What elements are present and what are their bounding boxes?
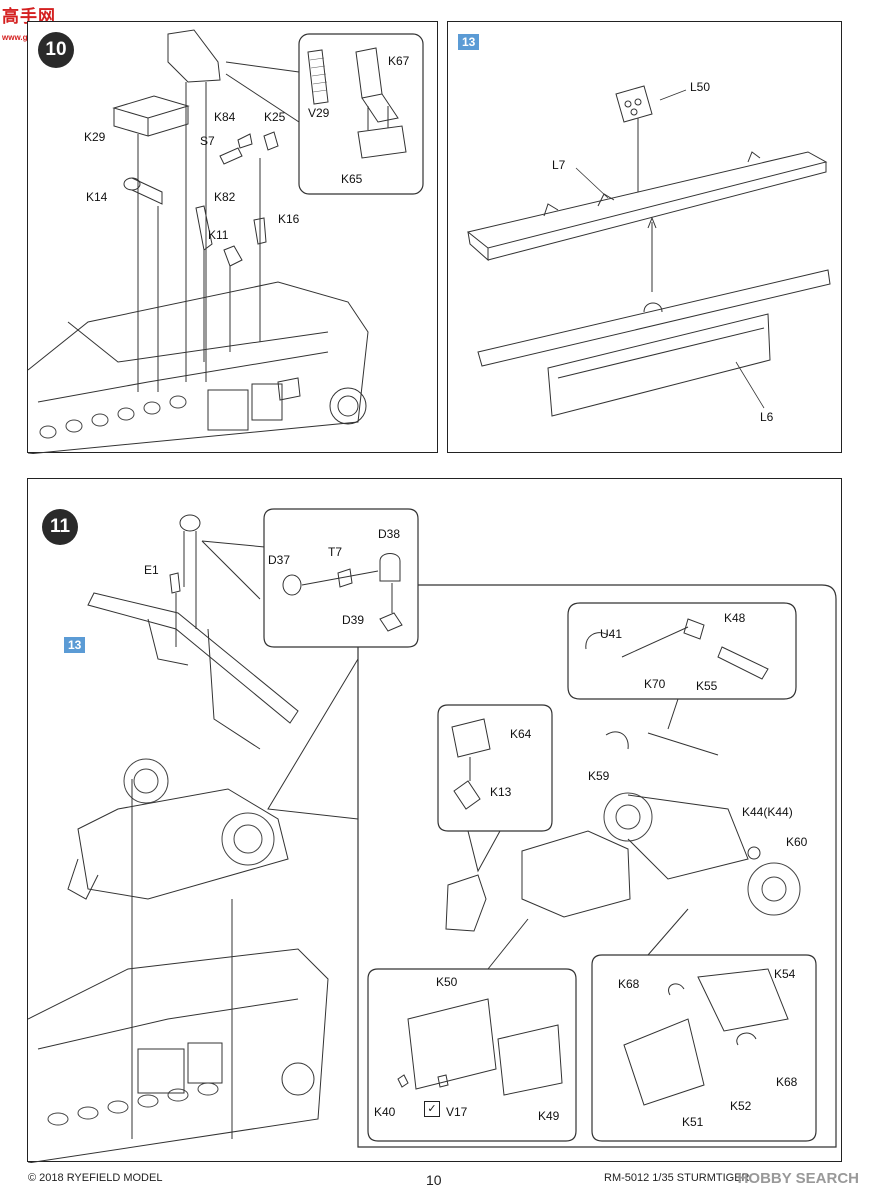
step-13-panel: 13 L50 L7 L6	[447, 21, 842, 453]
part-label-k54: K54	[774, 967, 796, 981]
footer-copyright: © 2018 RYEFIELD MODEL	[28, 1172, 163, 1184]
part-label-k44: K44(K44)	[742, 805, 793, 819]
part-label-d39: D39	[342, 613, 365, 627]
part-label-k25: K25	[264, 110, 286, 124]
part-label-l50: L50	[690, 80, 711, 94]
part-label-l6: L6	[760, 410, 774, 424]
part-label-k14: K14	[86, 190, 108, 204]
part-label-l7: L7	[552, 158, 566, 172]
footer-product: RM-5012 1/35 STURMTIGER	[604, 1172, 750, 1184]
part-label-v17: V17	[446, 1105, 468, 1119]
step-10-panel: 10	[27, 21, 438, 454]
part-label-k48: K48	[724, 611, 746, 625]
part-label-k70: K70	[644, 677, 666, 691]
part-label-k55: K55	[696, 679, 718, 693]
part-label-k49: K49	[538, 1109, 560, 1123]
part-label-k84: K84	[214, 110, 236, 124]
part-label-e1: E1	[144, 563, 159, 577]
part-label-u41: U41	[600, 627, 623, 641]
part-label-k59: K59	[588, 769, 610, 783]
part-label-d38: D38	[378, 527, 401, 541]
step-13-tag: 13	[458, 34, 480, 50]
part-label-t7: T7	[328, 545, 343, 559]
step-10-badge: 10	[38, 32, 74, 68]
part-label-k65: K65	[341, 172, 363, 186]
part-label-k82: K82	[214, 190, 236, 204]
step-11-badge: 11	[42, 509, 78, 545]
part-label-k67: K67	[388, 54, 410, 68]
part-label-k11: K11	[208, 228, 229, 242]
step-11-drawing	[28, 508, 837, 1163]
part-label-k51: K51	[682, 1115, 704, 1129]
part-label-k16: K16	[278, 212, 300, 226]
part-label-k29: K29	[84, 130, 106, 144]
step-11-ref-tag: 13	[64, 637, 86, 653]
part-label-k50: K50	[436, 975, 458, 989]
part-label-k13: K13	[490, 785, 512, 799]
part-label-s7: S7	[200, 134, 215, 148]
part-label-k60: K60	[786, 835, 808, 849]
check-icon: ✓	[424, 1101, 440, 1117]
part-label-k64: K64	[510, 727, 532, 741]
hobby-search-watermark: HOBBY SEARCH	[737, 1170, 859, 1187]
part-label-k68-bottom: K68	[776, 1075, 798, 1089]
part-label-k52: K52	[730, 1099, 752, 1113]
footer-page-number: 10	[426, 1172, 442, 1188]
part-label-d37: D37	[268, 553, 291, 567]
step-13-drawing	[466, 85, 831, 417]
part-label-k68-top: K68	[618, 977, 640, 991]
part-label-v29: V29	[308, 106, 330, 120]
step-10-drawing	[28, 29, 424, 454]
step-11-panel: 11 13	[27, 478, 842, 1163]
part-label-k40: K40	[374, 1105, 396, 1119]
